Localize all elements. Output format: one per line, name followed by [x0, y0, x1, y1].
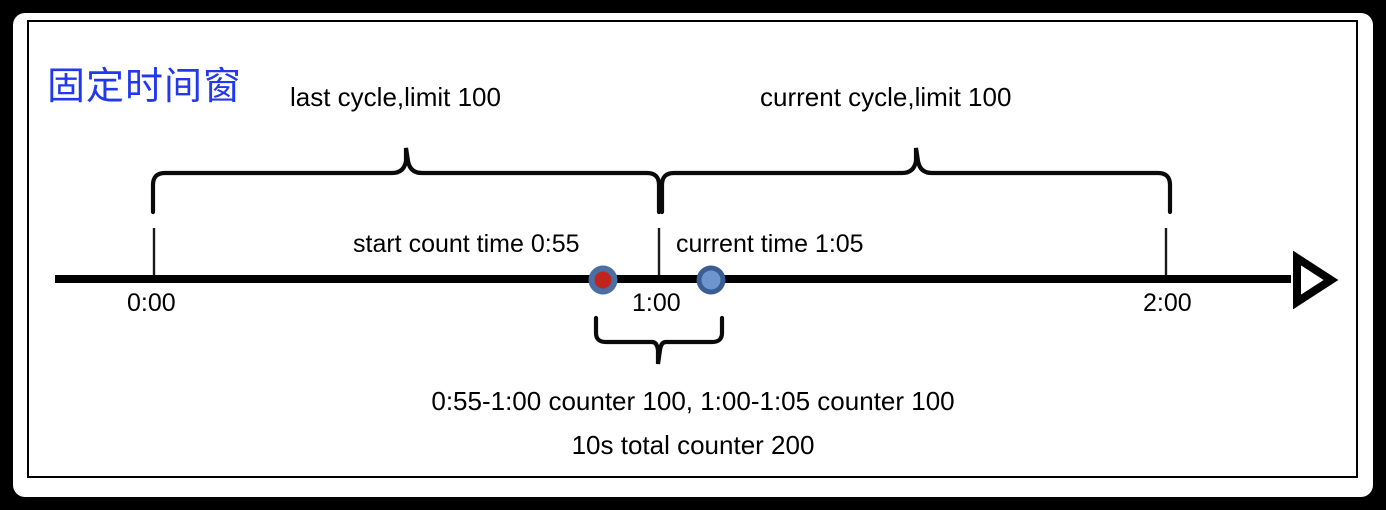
note-counter-breakdown: 0:55-1:00 counter 100, 1:00-1:05 counter… [431, 386, 955, 416]
tick-label-2-00: 2:00 [1143, 289, 1192, 317]
page-title: 固定时间窗 [47, 66, 243, 108]
label-current-cycle: current cycle,limit 100 [760, 82, 1012, 112]
brace-counted-window [593, 315, 725, 365]
note-total-counter: 10s total counter 200 [571, 430, 815, 460]
axis-arrow-icon [1293, 250, 1339, 310]
brace-current-cycle [659, 147, 1173, 215]
current-time-marker [696, 265, 726, 295]
label-last-cycle: last cycle,limit 100 [290, 82, 501, 112]
label-current-time: current time 1:05 [676, 230, 864, 258]
inner-border [27, 20, 1358, 478]
brace-last-cycle [150, 147, 662, 215]
label-start-count-time: start count time 0:55 [353, 230, 580, 258]
tick-label-0-00: 0:00 [127, 289, 176, 317]
start-count-marker [588, 265, 618, 295]
tick-label-1-00: 1:00 [632, 289, 681, 317]
